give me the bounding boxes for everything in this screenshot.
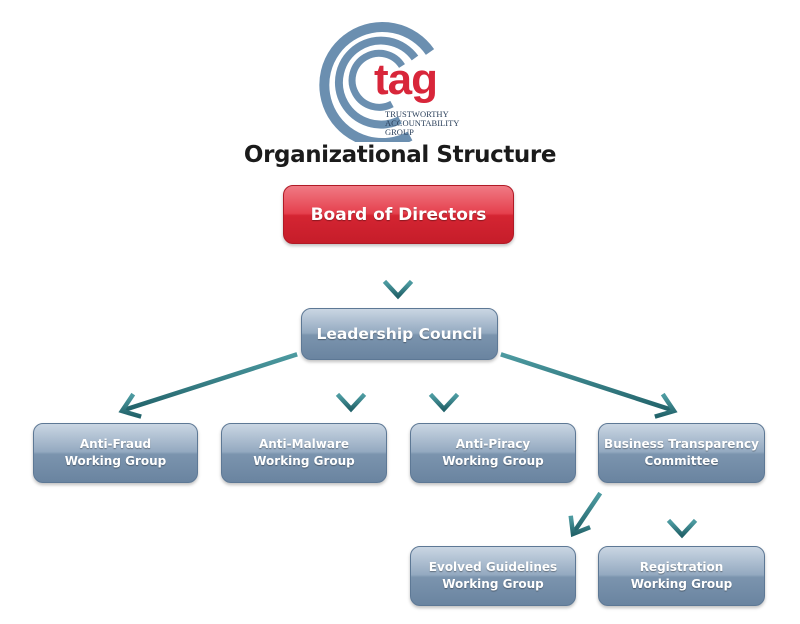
arrow-council-to-anti-malware [335, 367, 367, 413]
arrow-bt-to-registration [666, 493, 698, 539]
anti-malware-line1: Anti-Malware [258, 437, 350, 451]
logo-tagline-3: GROUP [385, 127, 414, 137]
arrow-bt-to-evolved-guidelines [568, 491, 603, 538]
leadership-council-box: Leadership Council [301, 308, 498, 360]
tag-logo: tag TRUSTWORTHY ACCOUNTABILITY GROUP [319, 22, 459, 142]
evolved-guidelines-line1: Evolved Guidelines [428, 560, 558, 574]
registration-box: Registration Working Group [598, 546, 765, 606]
anti-piracy-line2: Working Group [442, 454, 544, 468]
logo-word: tag [374, 55, 437, 104]
concentric-arcs-icon [319, 22, 435, 142]
business-transparency-box: Business Transparency Committee [598, 423, 765, 483]
arrow-council-to-anti-piracy [428, 367, 460, 413]
logo-tagline-1: TRUSTWORTHY [385, 109, 449, 119]
evolved-guidelines-box: Evolved Guidelines Working Group [410, 546, 576, 606]
board-of-directors-box: Board of Directors [283, 185, 514, 244]
registration-line1: Registration [639, 560, 724, 574]
anti-malware-box: Anti-Malware Working Group [221, 423, 387, 483]
logo-tagline-2: ACCOUNTABILITY [385, 118, 459, 128]
anti-fraud-line2: Working Group [64, 454, 167, 468]
arrow-council-to-business-transparency [500, 352, 678, 419]
anti-fraud-box: Anti-Fraud Working Group [33, 423, 198, 483]
business-transparency-line1: Business Transparency [604, 437, 759, 451]
anti-malware-line2: Working Group [253, 454, 355, 468]
evolved-guidelines-line2: Working Group [442, 577, 544, 591]
arrow-board-to-council [382, 252, 414, 300]
business-transparency-line2: Committee [644, 454, 719, 468]
anti-piracy-box: Anti-Piracy Working Group [410, 423, 576, 483]
council-label: Leadership Council [316, 324, 483, 343]
arrow-council-to-anti-fraud [118, 352, 298, 419]
board-label: Board of Directors [310, 204, 487, 225]
anti-fraud-line1: Anti-Fraud [79, 437, 152, 451]
registration-line2: Working Group [630, 577, 733, 591]
page-title: Organizational Structure [243, 142, 557, 168]
anti-piracy-line1: Anti-Piracy [455, 437, 531, 451]
